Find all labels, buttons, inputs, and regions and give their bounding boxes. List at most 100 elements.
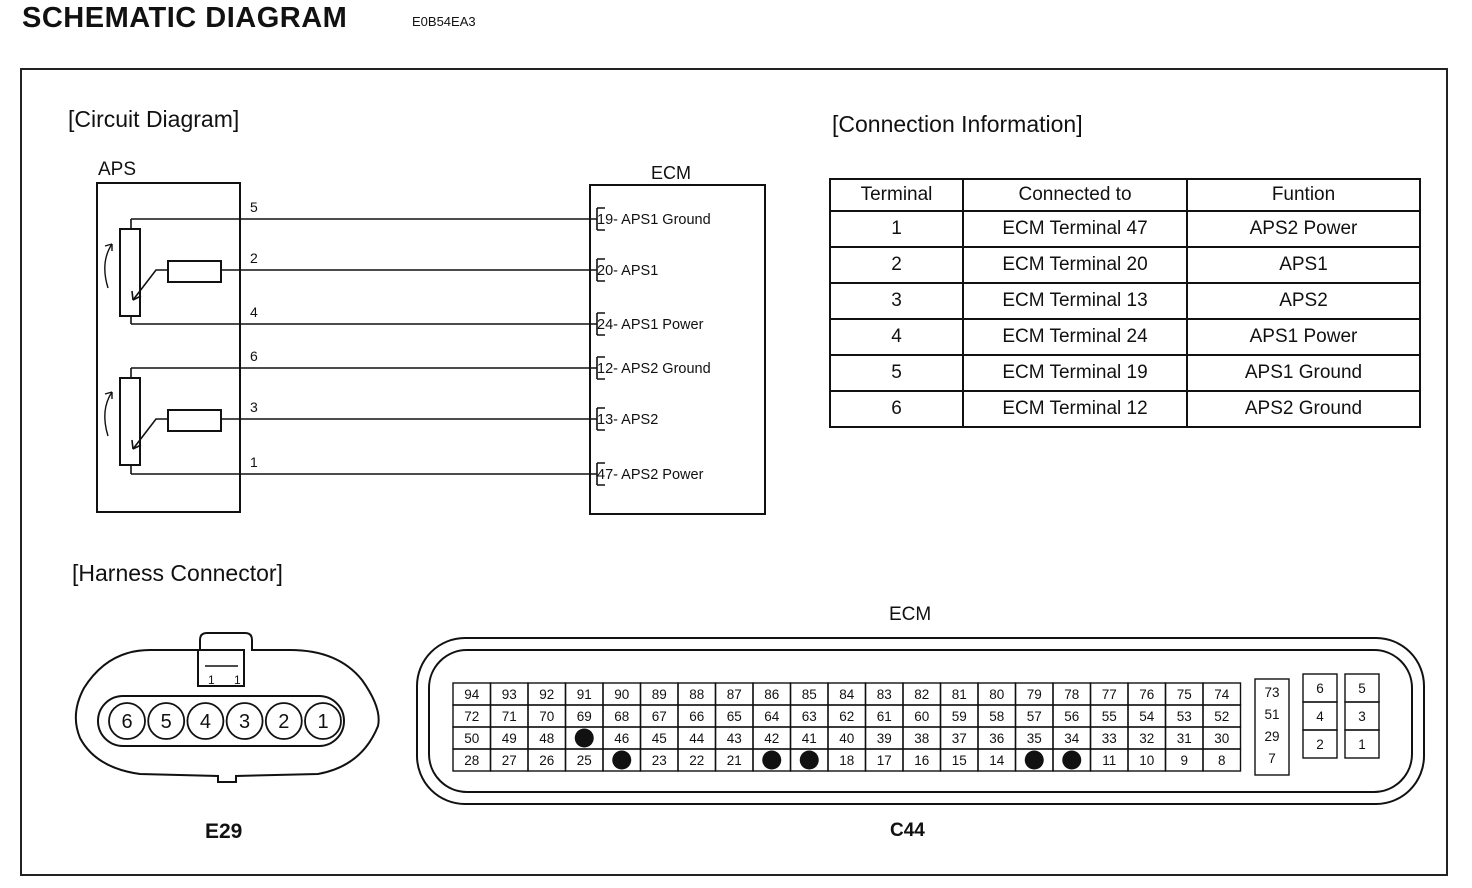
ecm-connector-title: ECM xyxy=(889,604,931,625)
ecm-pin-number: 61 xyxy=(877,709,892,724)
function-cell: APS1 xyxy=(1186,246,1421,284)
ecm-pin-number: 59 xyxy=(952,709,967,724)
ecm-small-block-cell xyxy=(1344,729,1380,759)
ecm-pin-number: 28 xyxy=(464,753,479,768)
ecm-pin-number: 62 xyxy=(839,709,854,724)
ecm-pin-cell xyxy=(1202,748,1242,772)
function-cell: APS1 Ground xyxy=(1186,354,1421,392)
ecm-pin-number: 79 xyxy=(1027,687,1042,702)
ecm-pin-number: 27 xyxy=(502,753,517,768)
ecm-label: ECM xyxy=(651,163,691,183)
aps-box xyxy=(96,182,241,513)
e29-pin xyxy=(147,702,186,740)
aps2-resistor xyxy=(167,409,222,432)
ecm-pin-number: 67 xyxy=(652,709,667,724)
e29-pin xyxy=(225,702,264,740)
wiper-arrow-icon xyxy=(104,243,113,289)
connected-to-cell: ECM Terminal 13 xyxy=(962,282,1188,320)
aps-pin-number: 5 xyxy=(250,199,258,215)
ecm-pin-number: 29 xyxy=(1264,729,1279,744)
ecm-pin-number: 32 xyxy=(1139,731,1154,746)
ecm-pin-number: 30 xyxy=(1214,731,1229,746)
aps-pin-number: 2 xyxy=(250,250,258,266)
table-row: 3 ECM Terminal 13 APS2 xyxy=(829,282,1421,320)
page-title: SCHEMATIC DIAGRAM xyxy=(22,2,348,34)
c44-label: C44 xyxy=(890,820,925,841)
connected-to-cell: ECM Terminal 20 xyxy=(962,246,1188,284)
aps1-potentiometer xyxy=(119,228,141,317)
ecm-pin-number: 56 xyxy=(1064,709,1079,724)
ecm-pin-number: 40 xyxy=(839,731,854,746)
e29-label: E29 xyxy=(205,820,242,843)
ecm-pin-number: 22 xyxy=(689,753,704,768)
ecm-pin-number: 6 xyxy=(1316,681,1324,696)
column-header: Terminal xyxy=(829,178,964,212)
e29-pin-number: 1 xyxy=(317,711,328,733)
ecm-pin-number: 86 xyxy=(764,687,779,702)
e29-pin xyxy=(186,702,225,740)
ecm-pin-number: 74 xyxy=(1214,687,1230,702)
ecm-pin-number: 82 xyxy=(914,687,929,702)
ecm-pin-bracket xyxy=(596,312,605,336)
ecm-pin-number: 21 xyxy=(727,753,742,768)
aps2-potentiometer xyxy=(119,377,141,466)
e29-latch xyxy=(197,649,245,687)
ecm-pin-number: 76 xyxy=(1139,687,1154,702)
ecm-pin-number: 46 xyxy=(614,731,629,746)
ecm-pin-number: 52 xyxy=(1214,709,1229,724)
ecm-pin-number: 69 xyxy=(577,709,592,724)
ecm-pin-number: 54 xyxy=(1139,709,1155,724)
terminal-cell: 2 xyxy=(829,246,964,284)
wiper-arrow-icon xyxy=(104,391,113,437)
plugged-pin-dot xyxy=(612,750,632,770)
e29-pin-number: 3 xyxy=(239,711,250,733)
ecm-pin-number: 83 xyxy=(877,687,892,702)
e29-pin-number: 2 xyxy=(278,711,289,733)
ecm-pin-number: 39 xyxy=(877,731,892,746)
ecm-pin-number: 75 xyxy=(1177,687,1192,702)
terminal-cell: 5 xyxy=(829,354,964,392)
connection-table: Terminal Connected to Funtion 1 ECM Term… xyxy=(829,178,1421,428)
ecm-pin-number: 85 xyxy=(802,687,817,702)
ecm-pin-number: 42 xyxy=(764,731,779,746)
e29-latch-pin: 1 xyxy=(208,673,215,687)
ecm-pin-number: 18 xyxy=(839,753,854,768)
ecm-pin-number: 1 xyxy=(1358,737,1366,752)
ecm-pin-number: 51 xyxy=(1264,707,1279,722)
e29-connector-body xyxy=(74,632,380,783)
ecm-pin-number: 55 xyxy=(1102,709,1117,724)
function-cell: APS2 Power xyxy=(1186,210,1421,248)
ecm-pin-number: 50 xyxy=(464,731,479,746)
function-cell: APS2 Ground xyxy=(1186,390,1421,428)
ecm-pin-number: 92 xyxy=(539,687,554,702)
ecm-connector-inner xyxy=(428,649,1413,793)
aps-pin-number: 6 xyxy=(250,348,258,364)
circuit-section-label: [Circuit Diagram] xyxy=(68,106,240,132)
terminal-cell: 3 xyxy=(829,282,964,320)
ecm-pin-number: 23 xyxy=(652,753,667,768)
ecm-pin-number: 58 xyxy=(989,709,1004,724)
e29-pin xyxy=(304,702,342,740)
ecm-terminal-label: 24- APS1 Power xyxy=(597,317,704,333)
ecm-pin-bracket xyxy=(596,356,605,380)
ecm-pin-number: 78 xyxy=(1064,687,1079,702)
e29-latch-pin: 1 xyxy=(234,673,241,687)
column-header: Connected to xyxy=(962,178,1188,212)
ecm-pin-number: 37 xyxy=(952,731,967,746)
ecm-terminal-label: 13- APS2 xyxy=(597,412,658,428)
ecm-terminal-label: 12- APS2 Ground xyxy=(597,361,711,377)
ecm-pin-number: 38 xyxy=(914,731,929,746)
connected-to-cell: ECM Terminal 12 xyxy=(962,390,1188,428)
e29-pin-number: 6 xyxy=(121,711,132,733)
ecm-small-block-cell xyxy=(1302,729,1338,759)
ecm-pin-number: 7 xyxy=(1268,751,1276,766)
ecm-pin-number: 72 xyxy=(464,709,479,724)
ecm-pin-number: 3 xyxy=(1358,709,1366,724)
ecm-pin-number: 2 xyxy=(1316,737,1324,752)
ecm-pin-number: 63 xyxy=(802,709,817,724)
column-header: Funtion xyxy=(1186,178,1421,212)
ecm-connector-outer xyxy=(416,637,1425,805)
ecm-pin-number: 41 xyxy=(802,731,817,746)
ecm-pin-number: 65 xyxy=(727,709,742,724)
ecm-pin-number: 81 xyxy=(952,687,967,702)
